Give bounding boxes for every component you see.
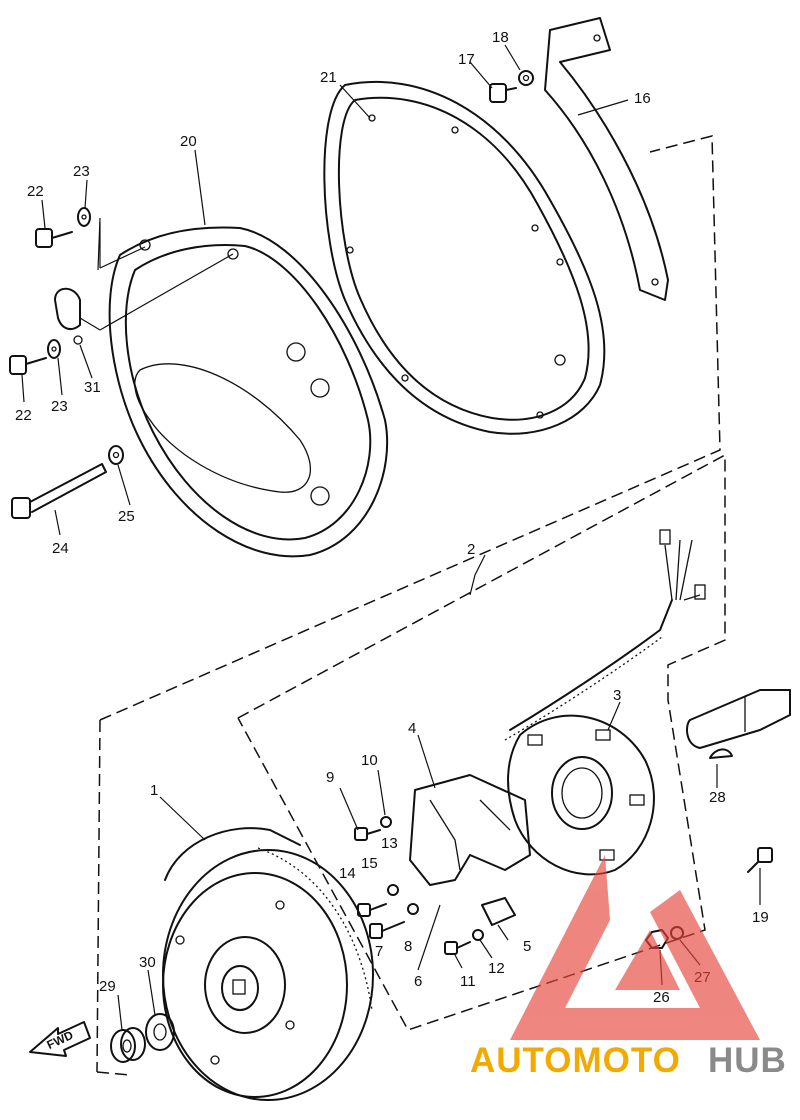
label-30: 30 <box>139 954 156 971</box>
label-29: 29 <box>99 978 116 995</box>
wire-clip-31 <box>54 287 83 345</box>
watermark-text: AUTOMOTO HUB <box>470 1041 787 1080</box>
washer-15 <box>387 884 399 896</box>
label-25: 25 <box>118 508 135 525</box>
label-1: 1 <box>150 782 158 799</box>
part-labels: 1 2 3 4 5 6 7 8 9 10 11 12 13 14 15 16 1… <box>15 29 769 1006</box>
watermark-triangle-icon <box>510 855 760 1040</box>
ignition-coil <box>409 774 531 886</box>
label-12: 12 <box>488 960 505 977</box>
washer-30 <box>145 1013 175 1051</box>
label-6: 6 <box>414 973 422 990</box>
label-17: 17 <box>458 51 475 68</box>
label-13: 13 <box>381 835 398 852</box>
long-bolt-24 <box>11 463 107 519</box>
flywheel-cover <box>108 226 389 558</box>
screw-11 <box>444 941 471 955</box>
label-5: 5 <box>523 938 531 955</box>
label-22-lower: 22 <box>15 407 32 424</box>
mounting-bracket <box>544 17 669 301</box>
label-24: 24 <box>52 540 69 557</box>
label-8: 8 <box>404 938 412 955</box>
washer-25 <box>108 445 124 465</box>
fwd-label: FWD <box>45 1028 76 1052</box>
watermark-inner-triangle-icon <box>615 930 680 990</box>
label-23-lower: 23 <box>51 398 68 415</box>
washer-8 <box>407 903 419 915</box>
label-21: 21 <box>320 69 337 86</box>
flywheel <box>162 827 374 1101</box>
screw-7 <box>369 921 405 939</box>
crankshaft-end <box>686 689 791 749</box>
label-23-upper: 23 <box>73 163 90 180</box>
watermark-text-part1: AUTOMOTO <box>470 1041 681 1080</box>
stator-base-plate <box>507 714 655 876</box>
bushing-29 <box>110 1027 146 1063</box>
screw-9 <box>354 827 381 841</box>
label-26: 26 <box>653 989 670 1006</box>
label-18: 18 <box>492 29 509 46</box>
washer-23-lower <box>47 339 61 359</box>
woodruff-key-28 <box>709 748 733 759</box>
label-4: 4 <box>408 720 416 737</box>
washer-12 <box>472 929 484 941</box>
fwd-arrow: FWD <box>29 1021 91 1057</box>
washer-10 <box>380 816 392 828</box>
label-28: 28 <box>709 789 726 806</box>
cover-gasket <box>323 80 606 435</box>
label-22-upper: 22 <box>27 183 44 200</box>
label-11: 11 <box>460 973 476 990</box>
label-3: 3 <box>613 687 621 704</box>
label-31: 31 <box>84 379 101 396</box>
label-2: 2 <box>467 541 475 558</box>
label-14: 14 <box>339 865 356 882</box>
washer-18 <box>518 70 534 86</box>
label-9: 9 <box>326 769 334 786</box>
label-7: 7 <box>375 943 383 960</box>
stator-group-boundary <box>237 453 726 1031</box>
leader-lines <box>21 44 761 1031</box>
label-20: 20 <box>180 133 197 150</box>
bolt-17 <box>489 83 517 103</box>
watermark-text-part2: HUB <box>708 1041 787 1080</box>
label-10: 10 <box>361 752 378 769</box>
label-15: 15 <box>361 855 378 872</box>
wiring-harness <box>504 529 706 741</box>
assembly-group-boundary <box>96 135 721 1076</box>
pickup-coil <box>481 897 516 926</box>
bolt-22-lower <box>9 355 47 375</box>
label-16: 16 <box>634 90 651 107</box>
washer-23-upper <box>77 207 91 227</box>
label-19: 19 <box>752 909 769 926</box>
screw-14 <box>357 903 387 917</box>
bolt-19 <box>747 847 773 873</box>
watermark-logo <box>510 855 760 1040</box>
bolt-22-upper <box>35 228 73 248</box>
